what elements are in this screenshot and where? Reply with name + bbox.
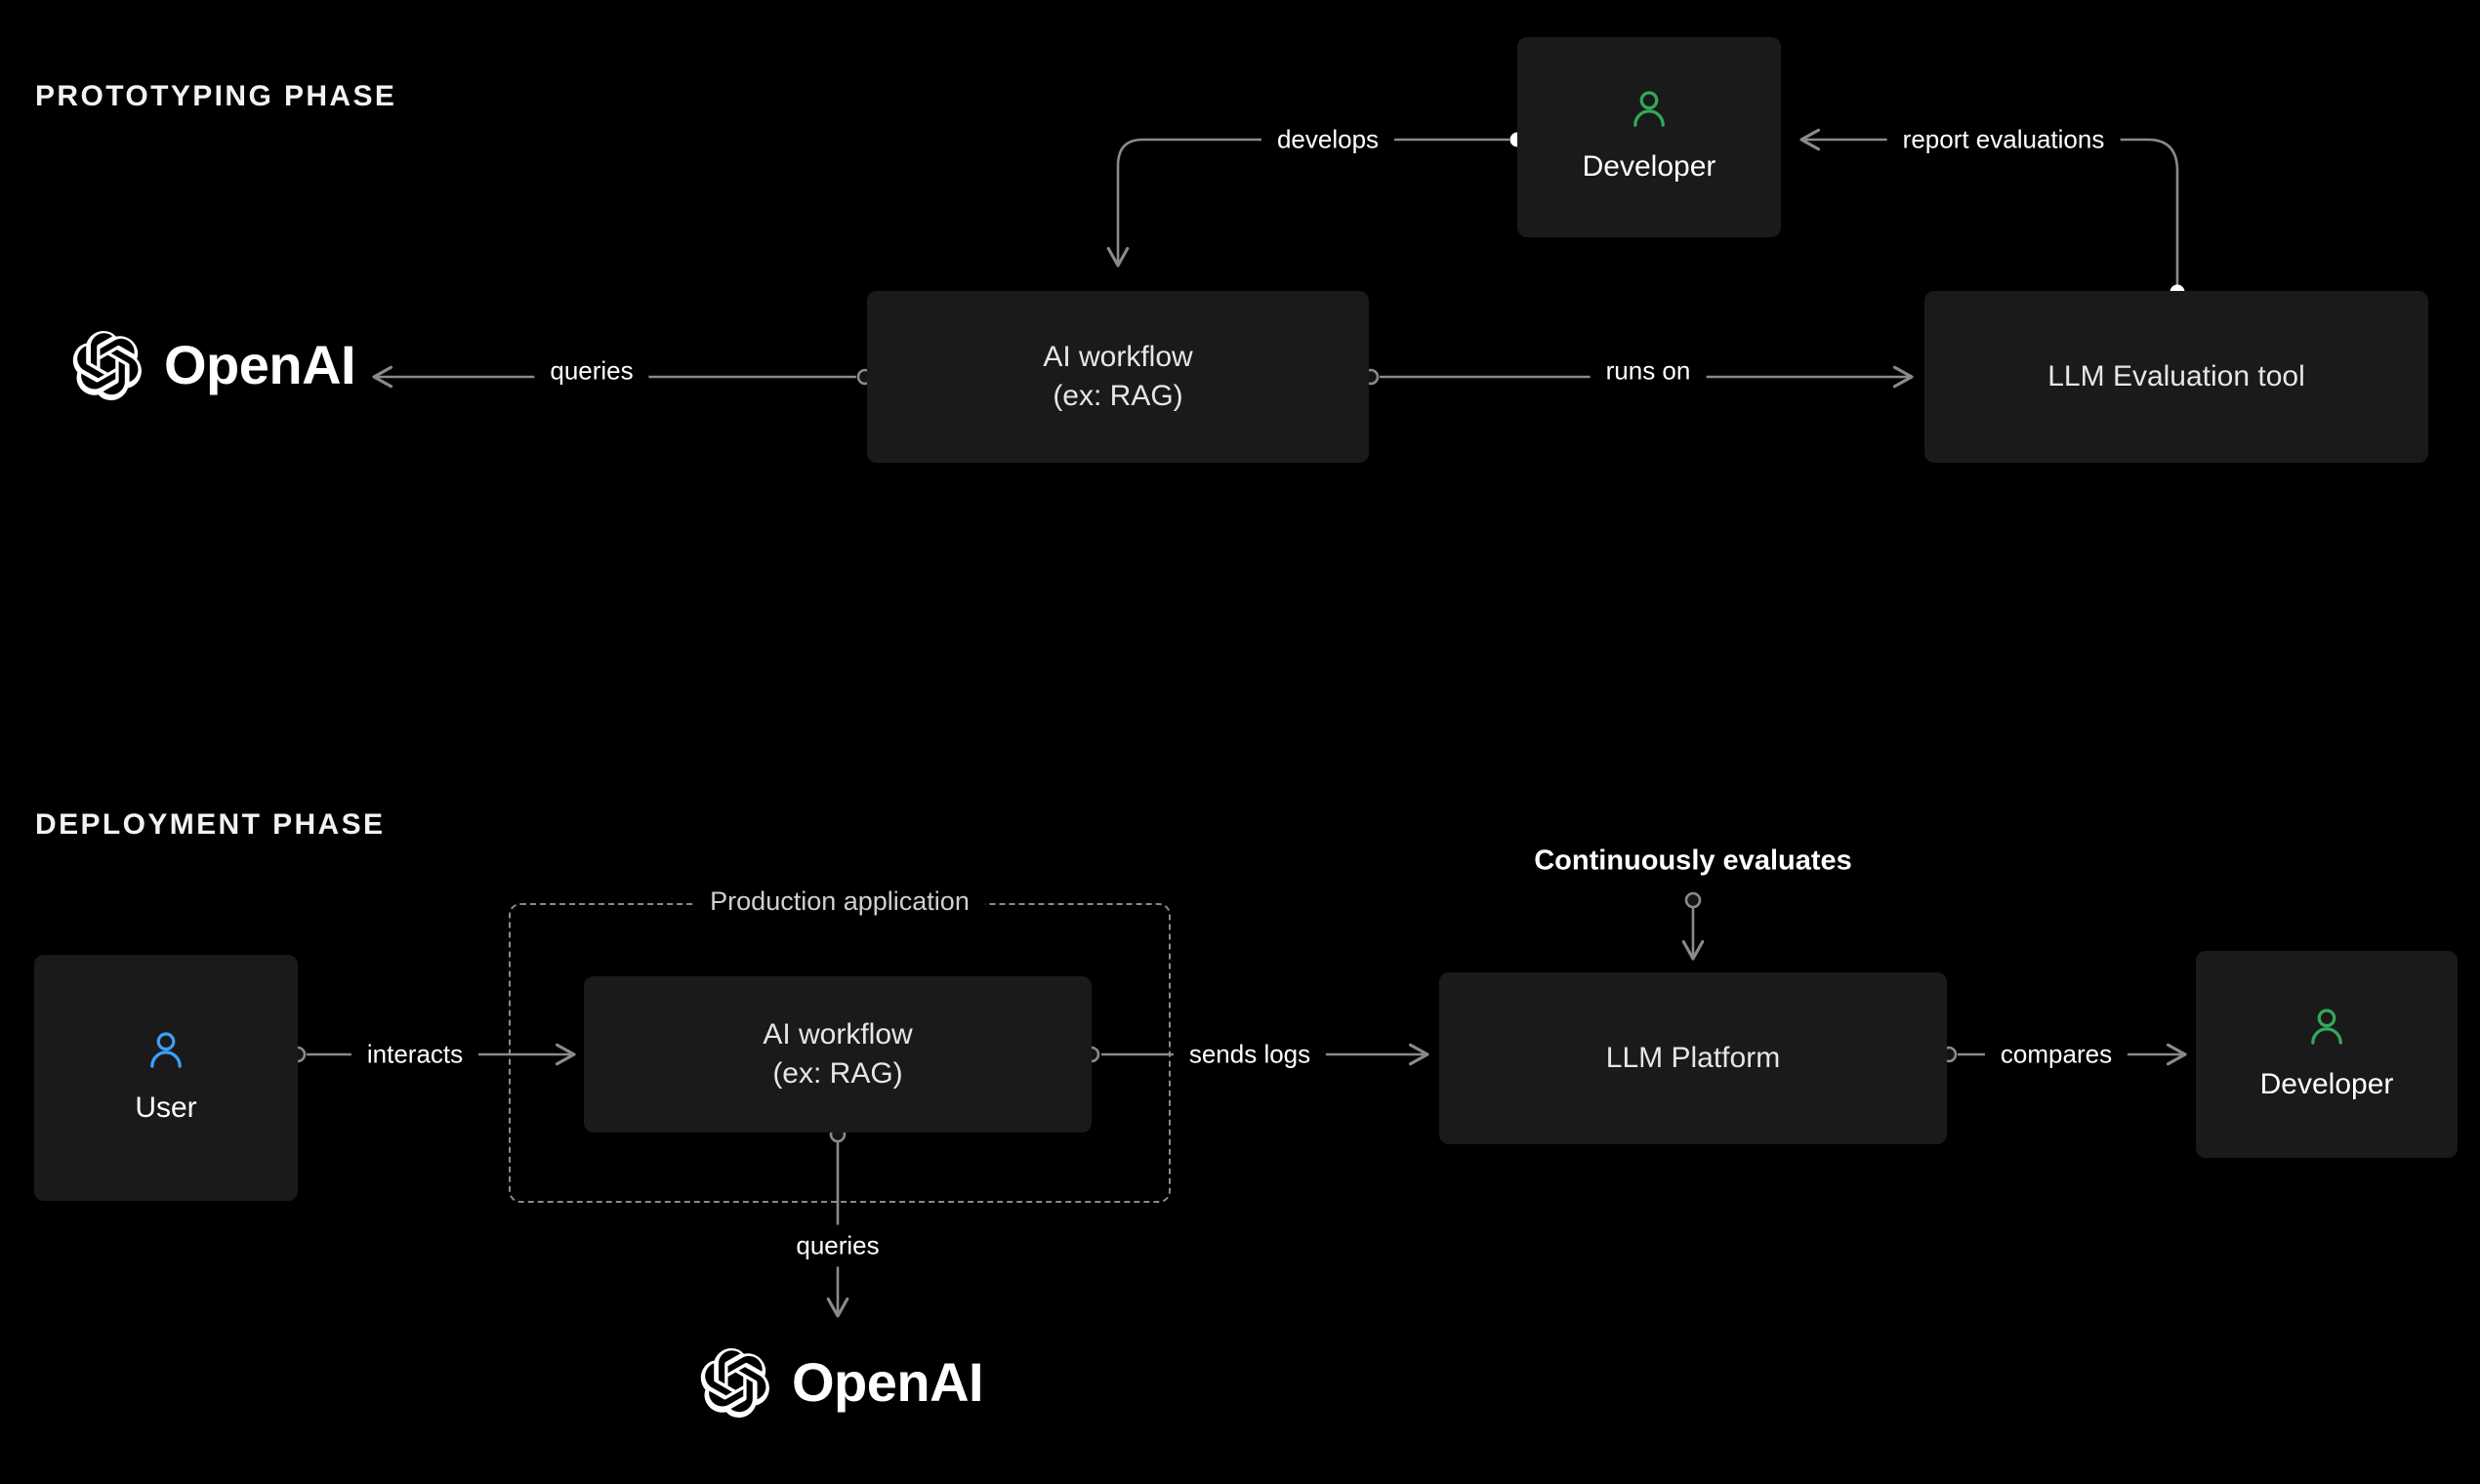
node-label: AI workflow (ex: RAG) <box>1043 340 1193 412</box>
person-icon <box>1633 91 1665 128</box>
node-label: Developer <box>2259 1067 2394 1100</box>
phase-title-prototyping: PROTOTYPING PHASE <box>35 80 397 112</box>
edge-label-develops: develops <box>1261 118 1395 161</box>
edge-label-continuously-evaluates: Continuously evaluates <box>1534 845 1852 877</box>
edge-label-report-evaluations: report evaluations <box>1886 118 2121 161</box>
node-label: User <box>135 1091 197 1124</box>
group-production-application: Production application <box>509 886 1171 1203</box>
node-developer-prototyping[interactable]: Developer <box>1517 37 1781 237</box>
node-ai-workflow-prototyping[interactable]: AI workflow (ex: RAG) <box>867 291 1369 463</box>
edge-label-compares: compares <box>1984 1033 2129 1076</box>
phase-title-deployment: DEPLOYMENT PHASE <box>35 808 386 841</box>
person-icon <box>150 1032 182 1068</box>
edge-label-runs-on: runs on <box>1590 350 1707 392</box>
node-llm-platform[interactable]: LLM Platform <box>1439 972 1947 1144</box>
node-llm-evaluation-tool[interactable]: LLM Evaluation tool <box>1924 291 2428 463</box>
person-icon <box>2311 1009 2342 1045</box>
node-developer-deployment[interactable]: Developer <box>2196 951 2458 1158</box>
node-label: Developer <box>1582 150 1716 184</box>
edge-report-evaluations <box>1799 128 2185 300</box>
edge-label-queries-deployment: queries <box>780 1224 895 1267</box>
openai-logo-deployment: OpenAI <box>698 1345 984 1420</box>
edge-label-interacts: interacts <box>351 1033 479 1076</box>
group-production-application-label: Production application <box>694 886 985 917</box>
openai-wordmark: OpenAI <box>164 334 356 395</box>
node-label: LLM Evaluation tool <box>2047 359 2305 392</box>
node-label: AI workflow (ex: RAG) <box>763 1017 913 1090</box>
edge-continuously-evaluates <box>1681 891 1705 961</box>
edge-label-sends-logs: sends logs <box>1173 1033 1327 1076</box>
node-label: LLM Platform <box>1605 1041 1781 1074</box>
openai-wordmark: OpenAI <box>792 1351 984 1413</box>
node-user[interactable]: User <box>34 955 298 1201</box>
openai-logo-icon <box>700 1347 769 1419</box>
node-ai-workflow-deployment[interactable]: AI workflow (ex: RAG) <box>584 976 1092 1133</box>
openai-logo-prototyping: OpenAI <box>70 328 356 402</box>
openai-logo-icon <box>72 330 142 401</box>
edge-label-queries-prototyping: queries <box>534 350 649 392</box>
